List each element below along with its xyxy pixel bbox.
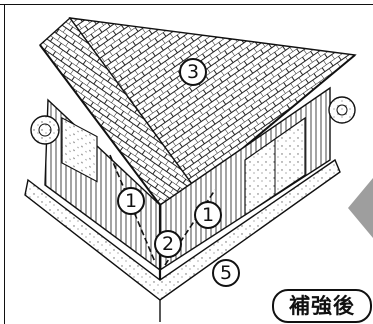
triangle-left-icon[interactable] [348,178,373,238]
after-reinforcement-badge: 補強後 [272,289,372,323]
callout-roof: 3 [179,58,207,86]
callout-wall-right: 1 [194,201,222,229]
callout-wall-left: 1 [117,187,145,215]
callout-foundation: 5 [212,259,240,287]
callout-brace: 2 [154,230,182,258]
frame-left-line [4,4,5,324]
frame-top-line [0,4,373,5]
